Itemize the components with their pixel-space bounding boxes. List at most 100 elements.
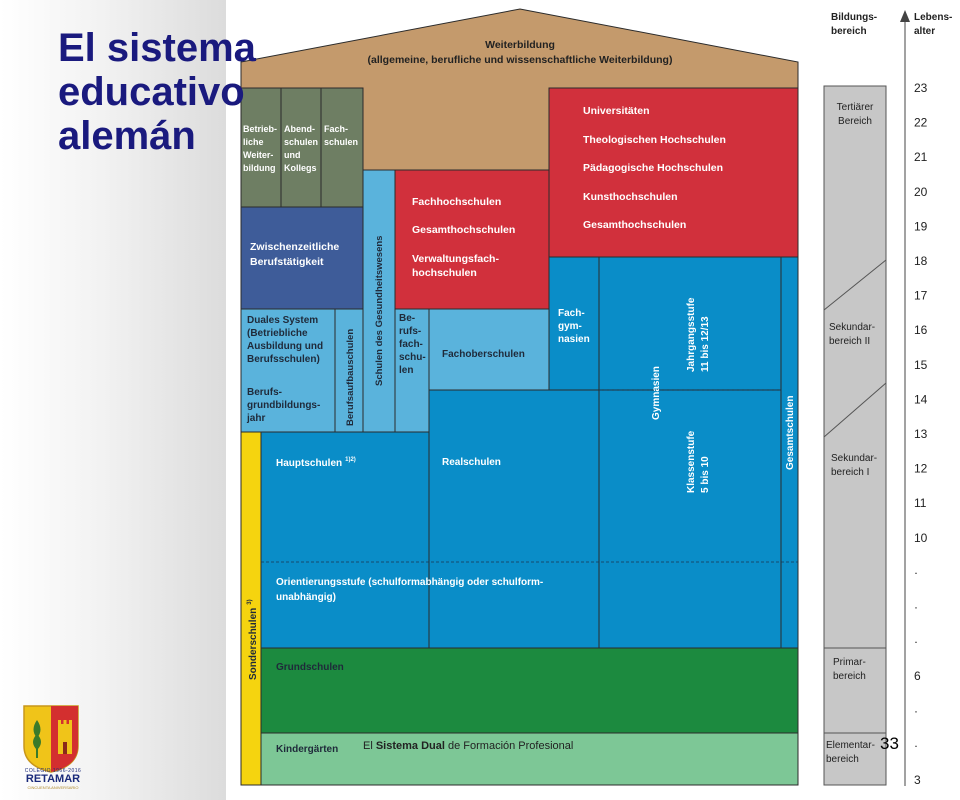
block-fachgymnasien: [548, 256, 600, 391]
logo-text: COLEGIO 1966-2016 RETAMAR CINCUENTA ANIV…: [10, 768, 96, 790]
label-gymnasien: Gymnasien: [651, 366, 662, 420]
label-berufsaufbauschulen: Berufsaufbauschulen: [345, 329, 356, 426]
label-fachgymnasien-2: gym-: [558, 321, 582, 332]
label-betriebliche-1: Betrieb-: [243, 124, 277, 134]
block-sonderschulen: [240, 431, 262, 786]
label-weiterbildung-1: Weiterbildung: [485, 39, 555, 51]
label-elementar-1: Elementar-: [826, 740, 875, 751]
label-sek2-2: bereich II: [829, 336, 870, 347]
label-duales-1: Duales System: [247, 315, 318, 326]
label-sek1-1: Sekundar-: [831, 453, 877, 464]
logo-line-3: CINCUENTA ANIVERSARIO: [27, 785, 79, 790]
label-sek2-1: Sekundar-: [829, 322, 875, 333]
age-label: ·: [914, 738, 918, 752]
age-label: 12: [914, 462, 928, 476]
age-label: ·: [914, 600, 918, 614]
age-axis-arrow-icon: [900, 10, 910, 22]
label-gesundheitswesen: Schulen des Gesundheitswesens: [374, 236, 385, 386]
label-betriebliche-3: Weiter-: [243, 150, 273, 160]
label-abendschulen-3: und: [284, 150, 301, 160]
label-betriebliche-4: bildung: [243, 163, 276, 173]
label-bildungsbereich-1: Bildungs-: [831, 12, 877, 23]
age-label: ·: [914, 704, 918, 718]
label-kindergaerten: Kindergärten: [276, 744, 338, 755]
label-realschulen: Realschulen: [442, 457, 501, 468]
label-klassenstufe-1: Klassenstufe: [686, 430, 697, 493]
label-sek1-2: bereich I: [831, 467, 869, 478]
label-tertiaer-1: Tertiärer: [837, 102, 874, 113]
label-theologische: Theologischen Hochschulen: [583, 134, 726, 146]
block-gymnasien-unterstufe: [598, 389, 782, 649]
label-berufsfach-2: rufs-: [399, 326, 421, 337]
block-grundschulen: [260, 647, 799, 734]
side-diagonal-lower: [823, 382, 887, 438]
block-fachhochschulen: [394, 169, 550, 311]
label-primar-2: bereich: [833, 671, 866, 682]
logo-line-2: RETAMAR: [25, 773, 81, 785]
side-tertiaer: [823, 85, 887, 649]
label-duales-2: (Betriebliche: [247, 328, 308, 339]
label-klassenstufe-2: 5 bis 10: [700, 456, 711, 493]
block-universitaeten: [548, 87, 799, 258]
label-betriebliche-2: liche: [243, 137, 264, 147]
side-diagonal-upper: [823, 259, 887, 311]
label-elementar-2: bereich: [826, 754, 859, 765]
label-grundschulen: Grundschulen: [276, 662, 344, 673]
retamar-logo-icon: [23, 705, 79, 773]
label-verwaltung-1: Verwaltungsfach-: [412, 253, 499, 265]
label-berufsgrund-1: Berufs-: [247, 387, 282, 398]
label-fachoberschulen: Fachoberschulen: [442, 349, 525, 360]
label-tertiaer-2: Bereich: [838, 116, 872, 127]
label-berufsfach-5: len: [399, 365, 413, 376]
label-universitaeten: Universitäten: [583, 105, 650, 117]
caption-bold: Sistema Dual: [375, 740, 445, 752]
label-fachschulen-2: schulen: [324, 137, 358, 147]
age-label: ·: [914, 565, 918, 579]
block-berufsaufbauschulen: [334, 308, 364, 433]
age-label: 10: [914, 531, 928, 545]
age-label: 11: [914, 496, 927, 510]
age-label: 22: [914, 116, 928, 130]
label-jahrgangsstufe-2: 11 bis 12/13: [700, 316, 711, 372]
label-orientierung-2: unabhängig): [276, 592, 336, 603]
age-label: 23: [914, 81, 928, 95]
age-label: 16: [914, 323, 928, 337]
age-label: 3: [914, 773, 921, 787]
label-gesamtschulen: Gesamtschulen: [785, 396, 796, 470]
label-duales-4: Berufsschulen): [247, 354, 320, 365]
age-label: 20: [914, 185, 928, 199]
block-realschulen: [428, 389, 600, 649]
side-primar: [823, 647, 887, 734]
label-berufsgrund-3: jahr: [246, 413, 265, 424]
label-abendschulen-2: schulen: [284, 137, 318, 147]
label-weiterbildung-2: (allgemeine, berufliche und wissenschaft…: [368, 54, 673, 66]
label-zwischenzeitliche-2: Berufstätigkeit: [250, 256, 324, 268]
age-label: 13: [914, 427, 928, 441]
age-label: 21: [914, 150, 928, 164]
label-abendschulen-1: Abend-: [284, 124, 315, 134]
age-label: 15: [914, 358, 928, 372]
label-fachgymnasien-3: nasien: [558, 334, 590, 345]
block-duales-system: [240, 308, 336, 433]
age-label: 18: [914, 254, 928, 268]
label-lebensalter-2: alter: [914, 26, 935, 37]
block-zwischenzeitliche: [240, 206, 364, 310]
label-berufsfach-4: schu-: [399, 352, 426, 363]
label-lebensalter-1: Lebens-: [914, 12, 952, 23]
block-hauptschulen: [260, 431, 430, 649]
page-title: El sistema educativo alemán: [58, 26, 256, 158]
label-primar-1: Primar-: [833, 657, 866, 668]
age-label: ·: [914, 635, 918, 649]
label-duales-3: Ausbildung und: [247, 341, 323, 352]
label-gesamthochschulen-uni: Gesamthochschulen: [583, 219, 686, 231]
block-gymnasien-oberstufe: [598, 256, 782, 391]
label-abendschulen-4: Kollegs: [284, 163, 317, 173]
age-label: 14: [914, 392, 928, 406]
left-panel-background: [0, 0, 226, 800]
age-label: 6: [914, 669, 921, 683]
label-paedagogische: Pädagogische Hochschulen: [583, 162, 723, 174]
label-fachgymnasien-1: Fach-: [558, 308, 585, 319]
footer-caption: El Sistema Dual de Formación Profesional: [363, 740, 573, 752]
label-sonderschulen: Sonderschulen3): [247, 599, 259, 680]
